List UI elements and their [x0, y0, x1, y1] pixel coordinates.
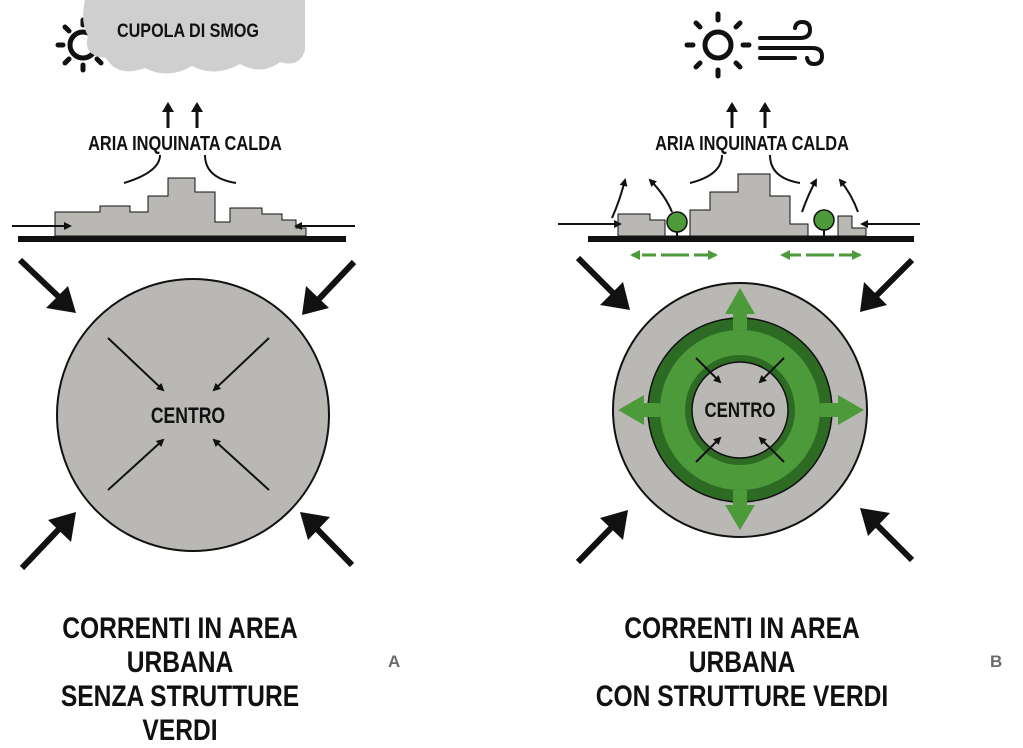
- inner-inflow-arrows: [695, 357, 785, 463]
- external-wind-arrows: [17, 257, 357, 571]
- city-core: [691, 361, 789, 459]
- city-skyline: [617, 173, 867, 237]
- tree-icon: [666, 211, 688, 236]
- ground-line: [18, 236, 346, 242]
- ground-line: [588, 236, 914, 242]
- center-label: CENTRO: [151, 404, 225, 428]
- park-rising-arrows: [611, 178, 859, 219]
- diagram-canvas: CUPOLA DI SMOG ARIA INQUINATA CALDA: [12, 0, 920, 571]
- air-flow-curve: [123, 154, 161, 184]
- city-skyline: [54, 177, 307, 237]
- panel-b: ARIA INQUINATA CALDA: [558, 11, 920, 565]
- wind-icon: [758, 19, 825, 67]
- center-label: CENTRO: [705, 399, 776, 422]
- sun-icon: [684, 11, 752, 79]
- external-wind-arrowheads: [46, 286, 330, 542]
- caption-a-line1: CORRENTI IN AREA URBANA: [62, 612, 298, 679]
- warm-air-label: ARIA INQUINATA CALDA: [88, 131, 282, 154]
- caption-a: CORRENTI IN AREA URBANA SENZA STRUTTURE …: [24, 612, 336, 748]
- panel-a: CUPOLA DI SMOG ARIA INQUINATA CALDA: [12, 0, 357, 571]
- panel-tag-b: B: [990, 652, 1003, 671]
- cloud-label: CUPOLA DI SMOG: [117, 20, 259, 42]
- caption-b-line2: CON STRUTTURE VERDI: [595, 680, 889, 713]
- external-wind-arrowheads: [600, 282, 890, 540]
- green-outflow-arrows: [618, 288, 864, 530]
- external-wind-arrows: [575, 255, 915, 565]
- air-flow-curve: [689, 154, 723, 184]
- tree-icon: [813, 209, 835, 236]
- warm-air-label: ARIA INQUINATA CALDA: [655, 131, 849, 154]
- air-flow-curve: [204, 154, 237, 184]
- panel-tag-a: A: [388, 652, 401, 671]
- cloud-icon: [83, 0, 305, 74]
- caption-b: CORRENTI IN AREA URBANA CON STRUTTURE VE…: [586, 612, 898, 714]
- air-flow-curve: [769, 154, 801, 184]
- caption-b-line1: CORRENTI IN AREA URBANA: [624, 612, 860, 679]
- inner-inflow-arrows: [107, 337, 270, 491]
- caption-a-line2: SENZA STRUTTURE VERDI: [60, 680, 300, 747]
